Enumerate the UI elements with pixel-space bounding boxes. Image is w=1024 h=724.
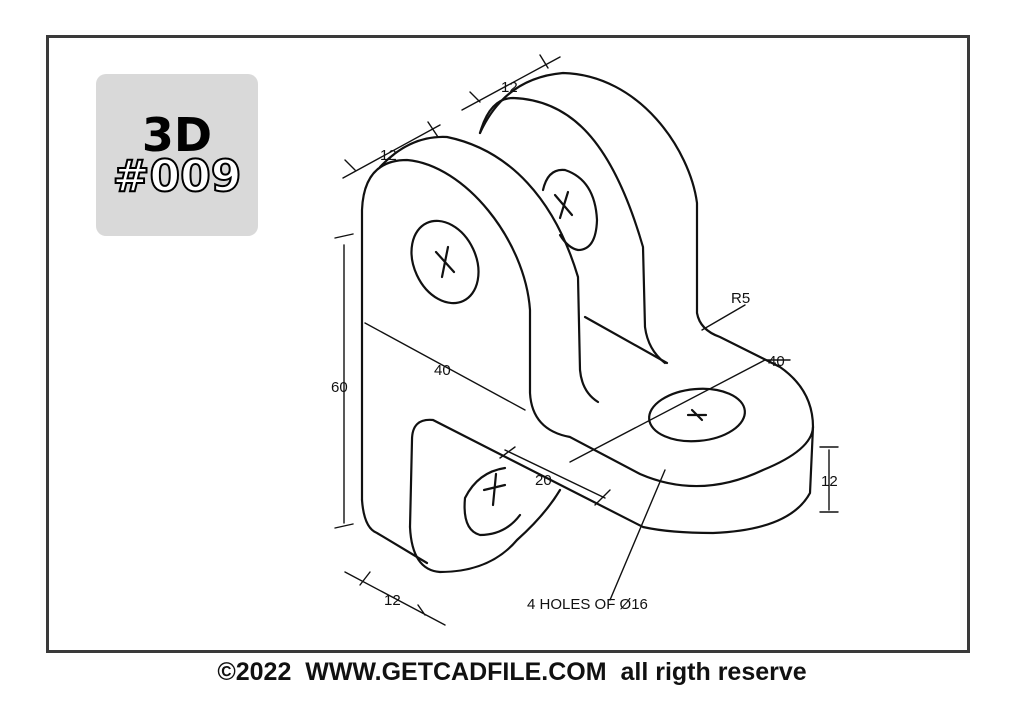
hole-back-upper [541, 168, 599, 252]
center-mark [482, 472, 507, 507]
back-plate-outline [478, 96, 667, 365]
dim-base-height: 12 [821, 473, 838, 490]
front-plate-bottom [360, 498, 429, 565]
dim-slot: 20 [535, 472, 552, 489]
front-plate-back-edge [378, 135, 600, 404]
dimension-lines [334, 54, 839, 626]
center-mark [686, 408, 708, 422]
base-back-edge [583, 315, 669, 365]
dim-bottom-thickness: 12 [384, 592, 401, 609]
dim-height: 60 [331, 379, 348, 396]
hole-base [648, 387, 746, 443]
center-mark [553, 190, 574, 220]
badge-title: 3D [141, 108, 213, 162]
base-side [408, 418, 815, 535]
hole-front-upper [410, 219, 480, 305]
drawing-number-badge: 3D #009 [96, 74, 258, 236]
center-mark [434, 245, 456, 279]
dim-base-length: 40 [768, 353, 785, 370]
back-plate-outer [478, 71, 815, 429]
dim-front-thickness: 12 [380, 147, 397, 164]
copyright-footer: ©2022 WWW.GETCADFILE.COM all rigth reser… [217, 658, 807, 686]
lower-plate-arc [408, 488, 562, 574]
dim-width: 40 [434, 362, 451, 379]
badge-number: #009 [112, 151, 243, 202]
front-plate-outline [360, 158, 815, 502]
holes-note: 4 HOLES OF Ø16 [527, 596, 648, 613]
hole-front-lower [463, 466, 522, 537]
dim-radius: R5 [731, 290, 750, 307]
dim-back-thickness: 12 [501, 79, 518, 96]
